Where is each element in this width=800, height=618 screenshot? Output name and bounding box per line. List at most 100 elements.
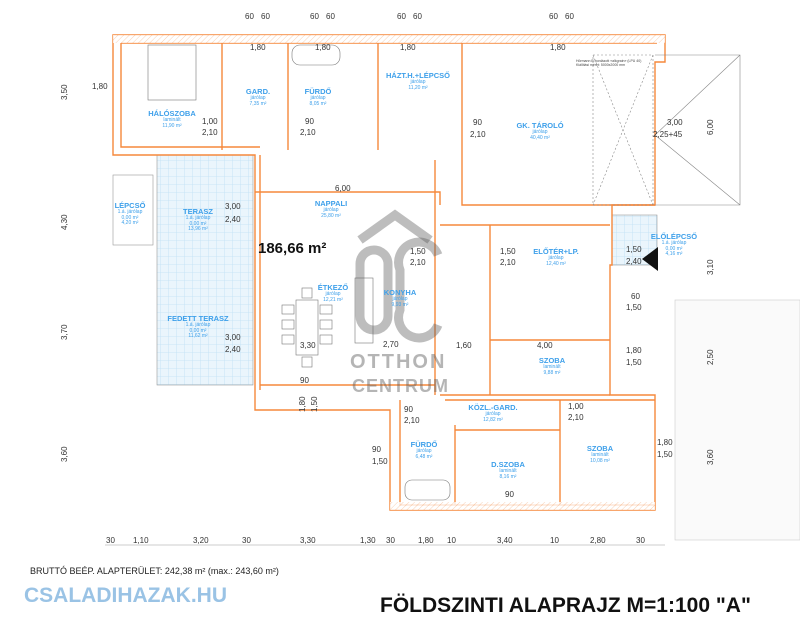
dim-label: 2,25+45	[653, 130, 683, 139]
dim-label: 6,00	[335, 184, 351, 193]
room-area: 11,20 m²	[408, 84, 428, 91]
room-area-2: 11,62 m²	[188, 333, 208, 340]
window-dim: 1,80	[400, 43, 416, 52]
dim-label: 60	[413, 12, 422, 21]
garage-door	[592, 54, 654, 206]
dim-label: 1,50	[500, 247, 516, 256]
window-dim: 1,80	[92, 82, 108, 91]
dim-label: 60	[565, 12, 574, 21]
site-watermark: CSALADIHAZAK.HU	[24, 584, 227, 607]
room-name: LÉPCSŐ	[114, 201, 146, 210]
room-name: D.SZOBA	[491, 460, 525, 469]
dim-label: 1,60	[456, 341, 472, 350]
dim-label: 1,80	[657, 438, 673, 447]
dim-label: 90	[305, 117, 314, 126]
window-dim: 1,80	[315, 43, 331, 52]
dim-label: 3,00	[225, 333, 241, 342]
room-name: ELŐTÉR+LP.	[533, 247, 579, 256]
gross-built-area: BRUTTÓ BEÉP. ALAPTERÜLET: 242,38 m² (max…	[30, 566, 279, 576]
dim-label: 1,10	[133, 536, 149, 545]
room-floor: járólap	[485, 411, 501, 418]
room-floor: 1.á. járólap	[185, 215, 211, 222]
dim-label: 30	[242, 536, 251, 545]
dim-label: 3,70	[60, 324, 69, 340]
dim-label: 30	[386, 536, 395, 545]
room-floor: laminált	[163, 117, 181, 124]
room-name: SZOBA	[586, 444, 614, 453]
dim-label: 2,40	[626, 257, 642, 266]
dim-label: 2,10	[568, 413, 584, 422]
room-floor: járólap	[323, 207, 339, 214]
dim-label: 2,70	[383, 340, 399, 349]
dim-label: 90	[473, 118, 482, 127]
room-area: 0,00 m²	[189, 220, 207, 227]
dim-label: 60	[549, 12, 558, 21]
dim-label: 2,80	[590, 536, 606, 545]
room-name: ELŐLÉPCSŐ	[650, 232, 698, 241]
plan-title: FÖLDSZINTI ALAPRAJZ M=1:100 "A"	[380, 594, 751, 617]
dining-table	[295, 299, 319, 356]
dim-label: 1,50	[626, 358, 642, 367]
room-floor: 1.á. járólap	[117, 209, 143, 216]
room-floor: 1.á. járólap	[661, 240, 687, 247]
inner-wall	[221, 43, 655, 206]
dim-label: 1,00	[568, 402, 584, 411]
side-stairs	[112, 174, 154, 246]
outer-wall	[112, 34, 666, 511]
room-area-2: 13,96 m²	[188, 226, 208, 233]
dim-label: 1,00	[202, 117, 218, 126]
dim-label: 30	[106, 536, 115, 545]
room-name: HÁLÓSZOBA	[148, 109, 196, 118]
watermark-otthon: OTTHON	[350, 351, 447, 373]
dim-label: 1,30	[360, 536, 376, 545]
dim-label: 2,10	[404, 416, 420, 425]
room-name: SZOBA	[538, 356, 566, 365]
dim-label: 3,00	[225, 202, 241, 211]
dim-label: 1,50	[626, 245, 642, 254]
room-area-2: 4,16 m²	[665, 251, 683, 258]
room-floor: járólap	[416, 448, 432, 455]
room-name: HÁZT.H.+LÉPCSŐ	[386, 71, 450, 80]
window-dim: 1,80	[550, 43, 566, 52]
dim-label: 2,10	[500, 258, 516, 267]
room-floor: járólap	[392, 296, 408, 303]
room-floor: járólap	[310, 95, 326, 102]
room-area: 12,40 m²	[546, 260, 566, 267]
dim-label: 60	[631, 292, 640, 301]
bathtub	[291, 44, 341, 66]
dim-label: 3,30	[300, 341, 316, 350]
dim-label: 6,00	[706, 119, 715, 135]
dim-label: 10	[447, 536, 456, 545]
window-dim: 1,80	[250, 43, 266, 52]
dim-label: 30	[636, 536, 645, 545]
room-area: 12,21 m²	[323, 296, 343, 303]
garden-path	[674, 299, 800, 541]
dim-label: 3,00	[667, 118, 683, 127]
room-floor: járólap	[250, 95, 266, 102]
dim-label: 1,80	[298, 396, 307, 412]
room-floor: laminált	[591, 452, 609, 459]
room-name: FÜRDŐ	[410, 440, 438, 449]
otthon-centrum-logo	[355, 209, 443, 343]
room-name: ÉTKEZŐ	[317, 283, 349, 292]
dim-label: 4,00	[537, 341, 553, 350]
room-area: 0,00 m²	[121, 214, 139, 221]
dim-label: 3,10	[706, 259, 715, 275]
room-name: TERASZ	[183, 207, 213, 216]
room-name: KÖZL.-GARD.	[468, 403, 518, 412]
room-area: 25,80 m²	[321, 212, 341, 219]
room-area: 0,00 m²	[665, 245, 683, 252]
terrace-area	[156, 154, 254, 386]
kitchen-counter	[354, 277, 374, 344]
